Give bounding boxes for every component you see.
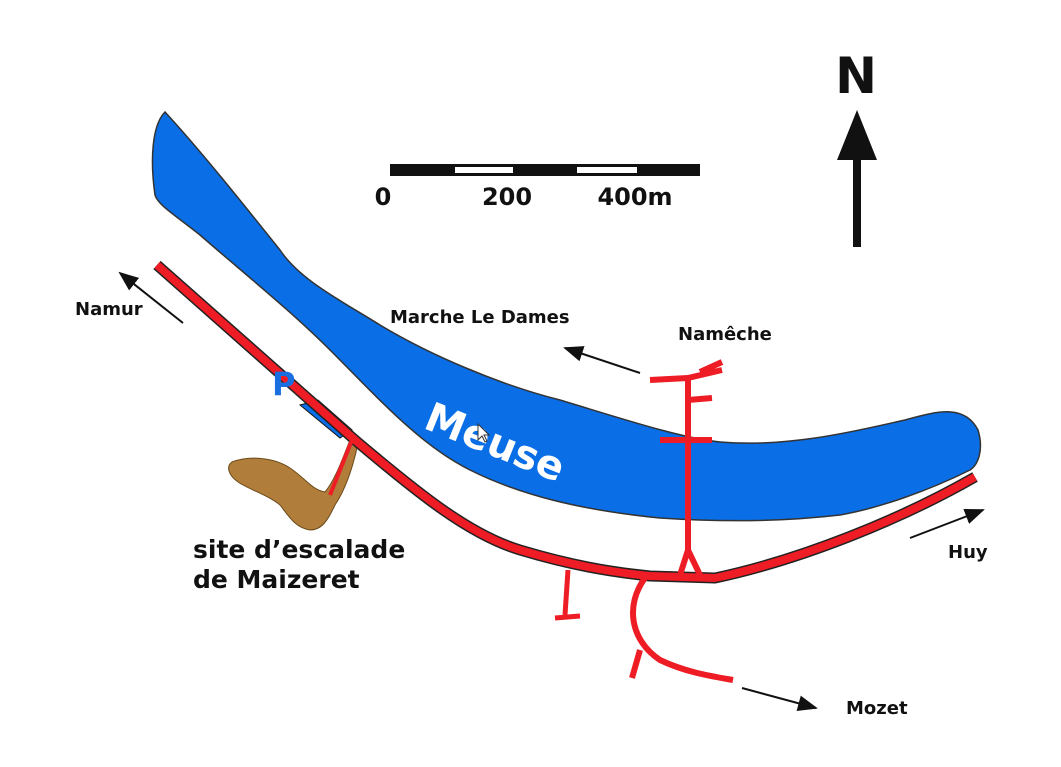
label-nameche: Namêche bbox=[678, 324, 772, 345]
parking-label: P bbox=[272, 365, 295, 403]
arrow-namur bbox=[118, 271, 184, 324]
arrow-huy bbox=[909, 508, 985, 539]
river-meuse bbox=[151, 110, 982, 522]
climbing-site-area bbox=[228, 439, 358, 531]
road-mozet bbox=[629, 576, 734, 683]
scale-tick-400: 400m bbox=[597, 183, 672, 211]
north-label: N bbox=[835, 47, 877, 105]
north-arrow-icon bbox=[837, 110, 877, 247]
label-marche: Marche Le Dames bbox=[390, 307, 570, 328]
arrow-marche bbox=[563, 346, 641, 374]
label-namur: Namur bbox=[75, 299, 143, 320]
label-mozet: Mozet bbox=[846, 698, 908, 719]
roads bbox=[153, 260, 978, 683]
north-arrow: N bbox=[835, 47, 877, 247]
scale-tick-0: 0 bbox=[375, 183, 392, 211]
label-site-1: site d’escalade bbox=[193, 535, 405, 564]
road-parking bbox=[328, 439, 354, 496]
arrow-mozet bbox=[741, 687, 818, 712]
scale-tick-200: 200 bbox=[482, 183, 532, 211]
scale-bar: 0 200 400m bbox=[375, 164, 700, 211]
road-nameche-branches bbox=[649, 359, 724, 443]
road-stub bbox=[554, 569, 581, 621]
label-huy: Huy bbox=[948, 542, 988, 563]
road-nameche bbox=[677, 378, 703, 577]
label-site-2: de Maizeret bbox=[193, 565, 360, 594]
mouse-cursor-icon bbox=[477, 422, 491, 443]
